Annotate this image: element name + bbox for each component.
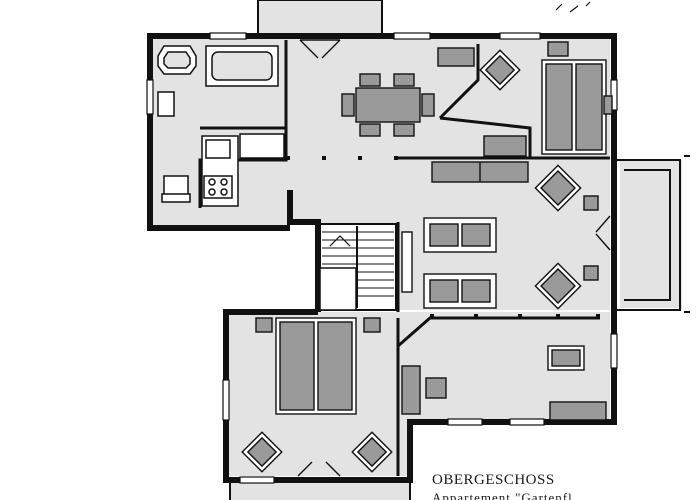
window-north-2	[393, 32, 431, 40]
chair-right	[421, 93, 435, 117]
doors	[297, 39, 611, 477]
north-balcony	[257, 0, 383, 36]
bedroom-north-diagonal-wall	[438, 44, 480, 120]
east-balcony	[614, 159, 681, 311]
bathroom-fixtures	[157, 45, 279, 203]
shower-inner	[163, 51, 191, 69]
armchair-living-2	[534, 262, 582, 310]
burner-2	[220, 178, 228, 186]
armchair-north	[479, 49, 521, 91]
nightstand-south-1	[255, 317, 273, 333]
upper-outer-wall	[147, 33, 617, 312]
stair-treads	[322, 231, 394, 297]
burner-4	[220, 188, 228, 196]
toilet-tank	[161, 193, 191, 203]
sofa-1-seat-2	[461, 223, 491, 247]
balcony-door-north	[299, 39, 341, 59]
stair-core-wall	[287, 190, 321, 312]
dining-table	[355, 87, 421, 123]
balcony-door-south	[297, 461, 341, 477]
east-balcony-inner	[624, 169, 671, 301]
chair-top-1	[359, 73, 381, 87]
east-balcony-floor	[620, 160, 682, 308]
desk-chair-south	[425, 377, 447, 399]
mattress-south-2	[317, 321, 353, 411]
chair-top-2	[393, 73, 415, 87]
chair-left	[341, 93, 355, 117]
kitchen-sink	[205, 139, 231, 159]
armchair-south-2	[351, 431, 393, 473]
living-furniture	[401, 161, 599, 310]
stair-lower-landing	[319, 267, 357, 311]
stove	[203, 175, 233, 199]
sofa-2-seat-1	[429, 279, 459, 303]
kitchen-cabinet	[239, 133, 285, 159]
washbasin	[157, 91, 175, 117]
mattress-north-2	[575, 63, 603, 151]
nightstand-north-1	[547, 41, 569, 57]
side-table-2	[583, 265, 599, 281]
chair-bottom-1	[359, 123, 381, 137]
armchair-living-1	[534, 164, 582, 212]
mattress-south-1	[279, 321, 315, 411]
window-west-2	[222, 379, 230, 421]
bedroom-north-wall	[439, 116, 610, 160]
dining-furniture	[341, 47, 475, 137]
window-east-2	[610, 333, 618, 369]
chair-bottom-2	[393, 123, 415, 137]
columns	[286, 156, 600, 318]
floor-label: OBERGESCHOSS	[432, 472, 555, 488]
window-west-1	[146, 79, 154, 115]
wardrobe-south	[549, 401, 607, 421]
window-north-3	[499, 32, 541, 40]
burner-3	[208, 188, 216, 196]
stair-arrow	[329, 235, 351, 247]
bedroom-south-furniture	[241, 317, 607, 473]
wardrobe-north	[483, 135, 527, 157]
windows	[146, 32, 618, 484]
window-north-1	[209, 32, 247, 40]
nightstand-south-2	[363, 317, 381, 333]
plan-subtitle: Appartement "Gartenfl	[432, 490, 573, 500]
side-table-1	[583, 195, 599, 211]
tv-console	[401, 231, 413, 293]
staircase	[319, 223, 397, 311]
armchair-south-1	[241, 431, 283, 473]
sofa-2-seat-2	[461, 279, 491, 303]
balconies	[229, 0, 690, 500]
north-balcony-floor	[258, 0, 382, 36]
bedroom-north-furniture	[479, 41, 613, 157]
window-south-2	[509, 418, 545, 426]
kitchen-fixtures	[201, 133, 285, 207]
sideboard	[437, 47, 475, 67]
desk-south	[401, 365, 421, 415]
nightstand-north-2	[603, 95, 613, 115]
balcony-door-east	[595, 215, 611, 251]
north-arrow	[555, 1, 591, 13]
burner-1	[208, 178, 216, 186]
bathtub-inner	[211, 51, 273, 81]
window-south-3	[239, 476, 275, 484]
sofa-1-seat-1	[429, 223, 459, 247]
south-balcony-floor	[230, 478, 410, 500]
mattress-north-1	[545, 63, 573, 151]
window-south-1	[447, 418, 483, 426]
window-east-1	[610, 79, 618, 111]
